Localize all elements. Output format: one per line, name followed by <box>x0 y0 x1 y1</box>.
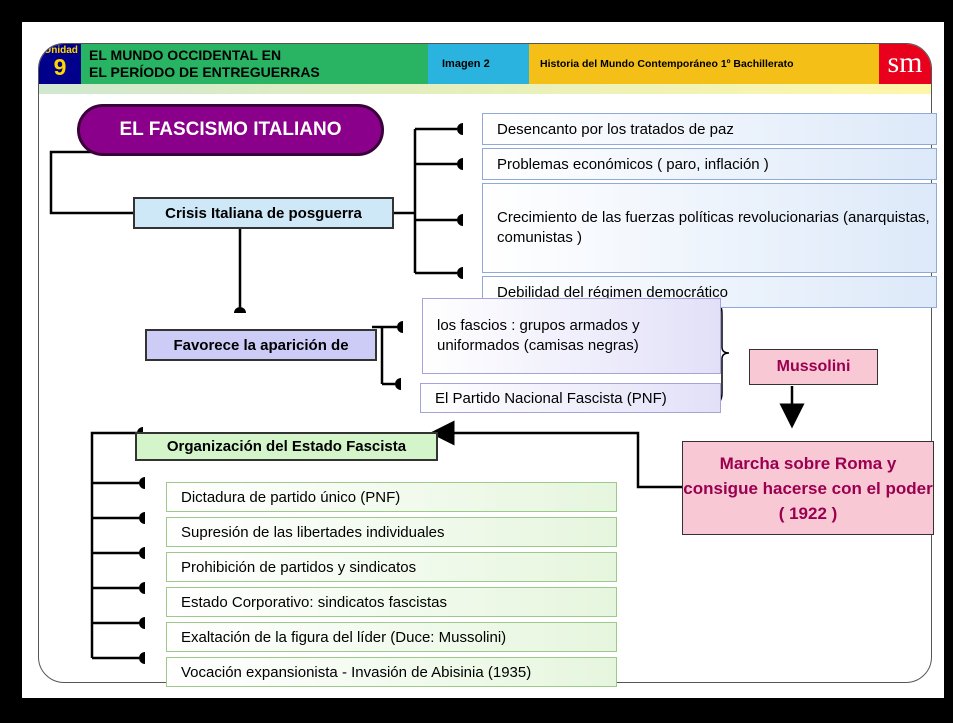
unit-label: Unidad <box>44 45 78 56</box>
organizacion-item: Exaltación de la figura del líder (Duce:… <box>166 622 617 652</box>
header-strip <box>39 84 931 94</box>
cause-item: Desencanto por los tratados de paz <box>482 113 937 145</box>
favorece-node: Favorece la aparición de <box>145 329 377 361</box>
sm-logo-text: sm <box>887 46 923 79</box>
image-number: Imagen 2 <box>428 44 529 84</box>
sm-logo: sm <box>879 44 931 84</box>
fascios-item: los fascios : grupos armados y uniformad… <box>422 298 721 374</box>
organizacion-item: Vocación expansionista - Invasión de Abi… <box>166 657 617 687</box>
unit-title-line2: EL PERÍODO DE ENTREGUERRAS <box>89 64 320 80</box>
organizacion-item: Supresión de las libertades individuales <box>166 517 617 547</box>
course-banner: Historia del Mundo Contemporáneo 1º Bach… <box>529 44 879 84</box>
crisis-node: Crisis Italiana de posguerra <box>133 197 394 229</box>
unit-badge: Unidad 9 <box>39 44 81 84</box>
organizacion-item: Prohibición de partidos y sindicatos <box>166 552 617 582</box>
course-label: Historia del Mundo Contemporáneo 1º Bach… <box>540 58 794 70</box>
pnf-item: El Partido Nacional Fascista (PNF) <box>420 383 721 413</box>
cause-item: Crecimiento de las fuerzas políticas rev… <box>482 183 937 273</box>
unit-title-line1: EL MUNDO OCCIDENTAL EN <box>89 47 282 63</box>
organizacion-item: Dictadura de partido único (PNF) <box>166 482 617 512</box>
image-label: Imagen 2 <box>442 58 490 70</box>
mussolini-node: Mussolini <box>749 349 878 385</box>
diagram-title: EL FASCISMO ITALIANO <box>77 104 384 156</box>
slide: Unidad 9 EL MUNDO OCCIDENTAL EN EL PERÍO… <box>22 22 944 698</box>
unit-title: EL MUNDO OCCIDENTAL EN EL PERÍODO DE ENT… <box>81 44 428 84</box>
organizacion-item: Estado Corporativo: sindicatos fascistas <box>166 587 617 617</box>
organizacion-node: Organización del Estado Fascista <box>135 432 438 461</box>
cause-item: Problemas económicos ( paro, inflación ) <box>482 148 937 180</box>
marcha-node: Marcha sobre Roma y consigue hacerse con… <box>682 441 934 535</box>
unit-number: 9 <box>53 54 67 80</box>
